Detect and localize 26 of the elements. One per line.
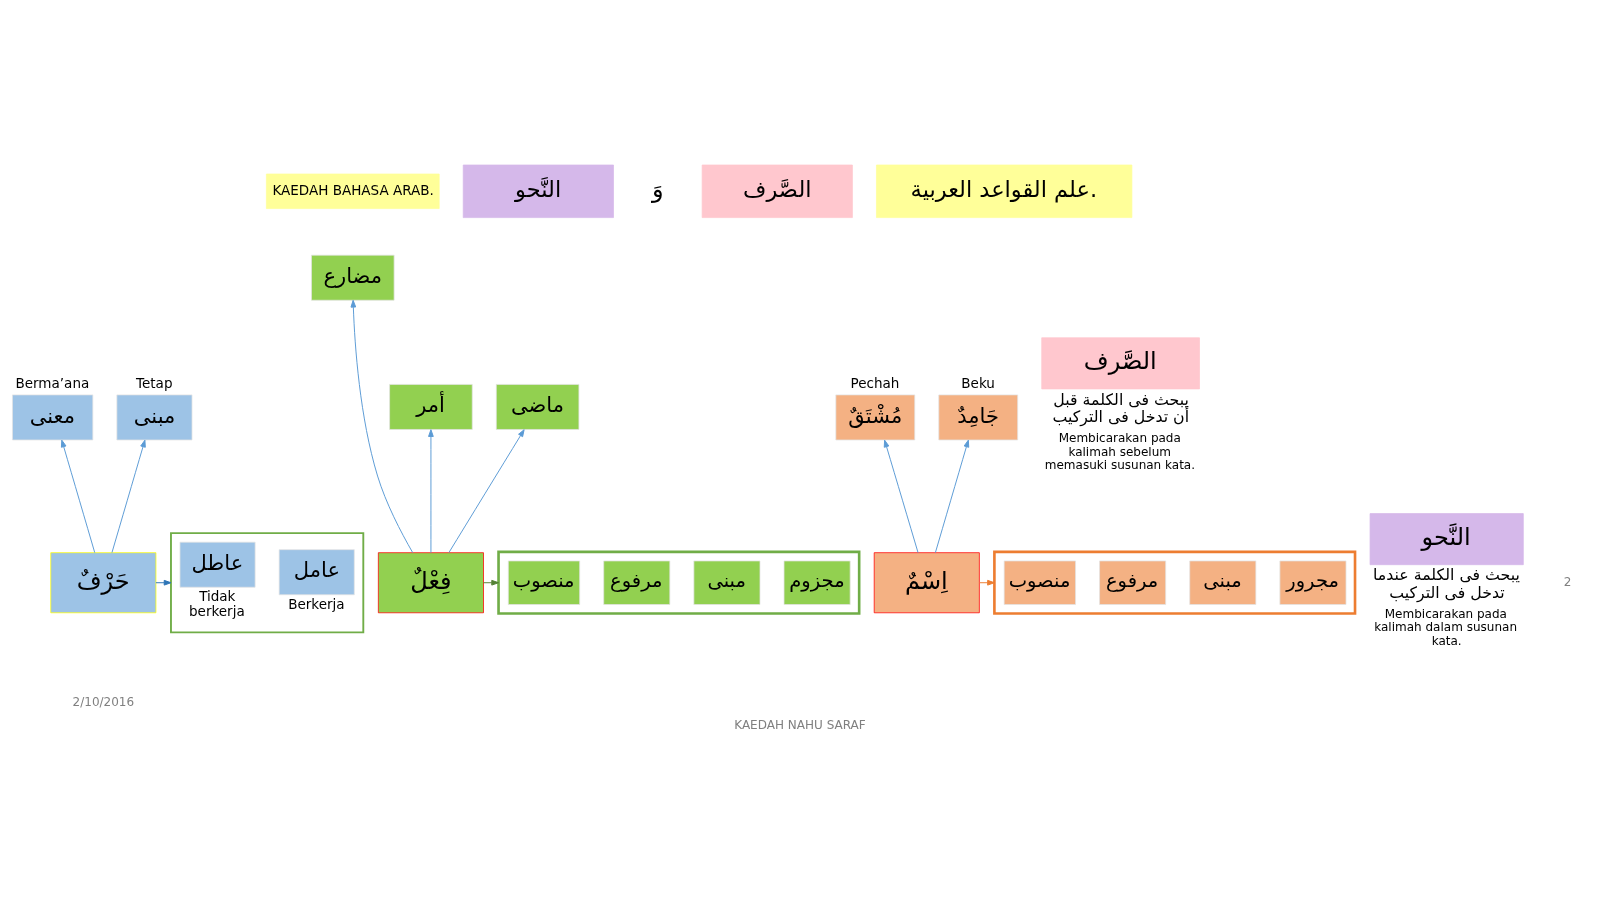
arrow: [883, 439, 919, 553]
arrow: [448, 428, 525, 553]
node-label: Pechah: [850, 374, 900, 391]
node-label: Berma’ana: [15, 374, 90, 391]
node-label: Membicarakan pada kalimah dalam susunan kata.: [1374, 606, 1518, 648]
node-label: Tidak berkerja: [189, 587, 245, 619]
arrow: [60, 439, 96, 553]
label: 2: [1563, 574, 1572, 589]
node-label: Berkerja: [288, 595, 345, 612]
label: وَ: [652, 174, 664, 203]
arrow: [934, 439, 970, 553]
node-label: Beku: [961, 374, 995, 391]
cluster: [993, 550, 1357, 615]
cluster: [170, 531, 365, 633]
arrow: [111, 439, 146, 553]
label: 2/10/2016: [72, 694, 135, 709]
caption: KAEDAH NAHU SARAF: [734, 717, 866, 732]
node-label: Membicarakan pada kalimah sebelum memasuki susunan kata.: [1044, 430, 1196, 472]
node-label: يبحث فى الكلمة عندما تدخل فى التركيب: [1373, 564, 1520, 602]
arrow: [978, 579, 995, 586]
node-label: يبحث فى الكلمة قبل أن تدخل فى التركيب: [1052, 389, 1190, 426]
arrow: [428, 428, 434, 553]
cluster: [497, 550, 861, 615]
arrow: [155, 579, 172, 586]
node-label: Tetap: [136, 374, 173, 391]
arrow: [350, 299, 414, 553]
